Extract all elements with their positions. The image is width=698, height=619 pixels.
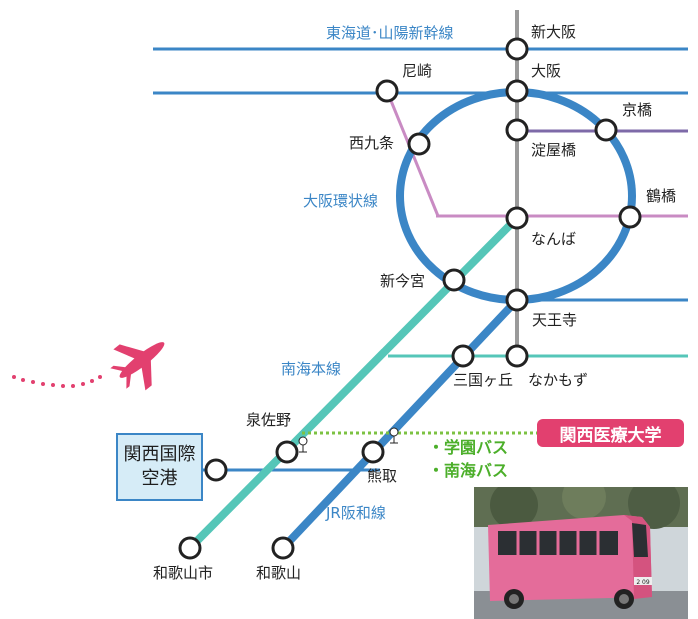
bus-photo: 2 09 xyxy=(474,487,688,619)
label-namba: なんば xyxy=(531,230,577,248)
label-wakayama: 和歌山 xyxy=(256,564,302,582)
label-mikunigaoka: 三国ヶ丘 xyxy=(453,371,514,389)
bus-label-nankai: ・南海バス xyxy=(428,461,509,480)
airport-name-line2: 空港 xyxy=(141,468,178,489)
label-osaka: 大阪 xyxy=(531,62,562,80)
station-shin-osaka xyxy=(505,37,529,61)
bus-stop-icon xyxy=(389,427,399,444)
station-wakayamashi xyxy=(178,536,202,560)
kansai-airport-box: 関西国際 空港 xyxy=(116,433,203,501)
station-nakamozu xyxy=(505,344,529,368)
line-label-hanwa: JR阪和線 xyxy=(326,504,386,522)
station-yodoyabashi xyxy=(505,118,529,142)
station-kansai-airport xyxy=(204,458,228,482)
station-tennoji xyxy=(505,288,529,312)
label-kyobashi: 京橋 xyxy=(622,101,653,119)
airport-name-line1: 関西国際 xyxy=(123,443,196,465)
line-label-loop: 大阪環状線 xyxy=(303,192,379,210)
jr-hanwa-line xyxy=(280,297,520,551)
label-nakamozu: なかもず xyxy=(528,371,589,389)
label-yodoyabashi: 淀屋橋 xyxy=(531,141,577,159)
station-tsuruhashi xyxy=(618,205,642,229)
label-tsuruhashi: 鶴橋 xyxy=(646,187,677,205)
label-shin-osaka: 新大阪 xyxy=(531,23,577,41)
station-mikunigaoka xyxy=(451,344,475,368)
university-badge: 関西医療大学 xyxy=(537,419,684,447)
bus-stop-icon xyxy=(298,436,308,453)
bus-plate: 2 09 xyxy=(636,579,650,586)
label-wakayamashi: 和歌山市 xyxy=(153,564,214,582)
label-kumatori: 熊取 xyxy=(367,467,398,485)
station-shin-imamiya xyxy=(442,268,466,292)
station-osaka xyxy=(505,79,529,103)
label-amagasaki: 尼崎 xyxy=(402,62,433,80)
station-namba xyxy=(505,206,529,230)
line-label-shinkansen: 東海道･山陽新幹線 xyxy=(326,24,454,42)
station-kyobashi xyxy=(594,118,618,142)
line-label-nankai: 南海本線 xyxy=(281,360,342,378)
label-nishikujo: 西九条 xyxy=(349,134,395,152)
bus-label-gakuen: ・学園バス xyxy=(428,438,509,457)
station-nishikujo xyxy=(407,132,431,156)
label-shin-imamiya: 新今宮 xyxy=(380,272,426,290)
station-amagasaki xyxy=(375,79,399,103)
station-izumisano xyxy=(275,440,299,464)
flight-path xyxy=(12,375,102,388)
station-wakayama xyxy=(271,536,295,560)
station-kumatori xyxy=(361,440,385,464)
label-tennoji: 天王寺 xyxy=(532,311,578,329)
airplane-icon xyxy=(110,342,165,391)
label-izumisano: 泉佐野 xyxy=(246,411,292,429)
